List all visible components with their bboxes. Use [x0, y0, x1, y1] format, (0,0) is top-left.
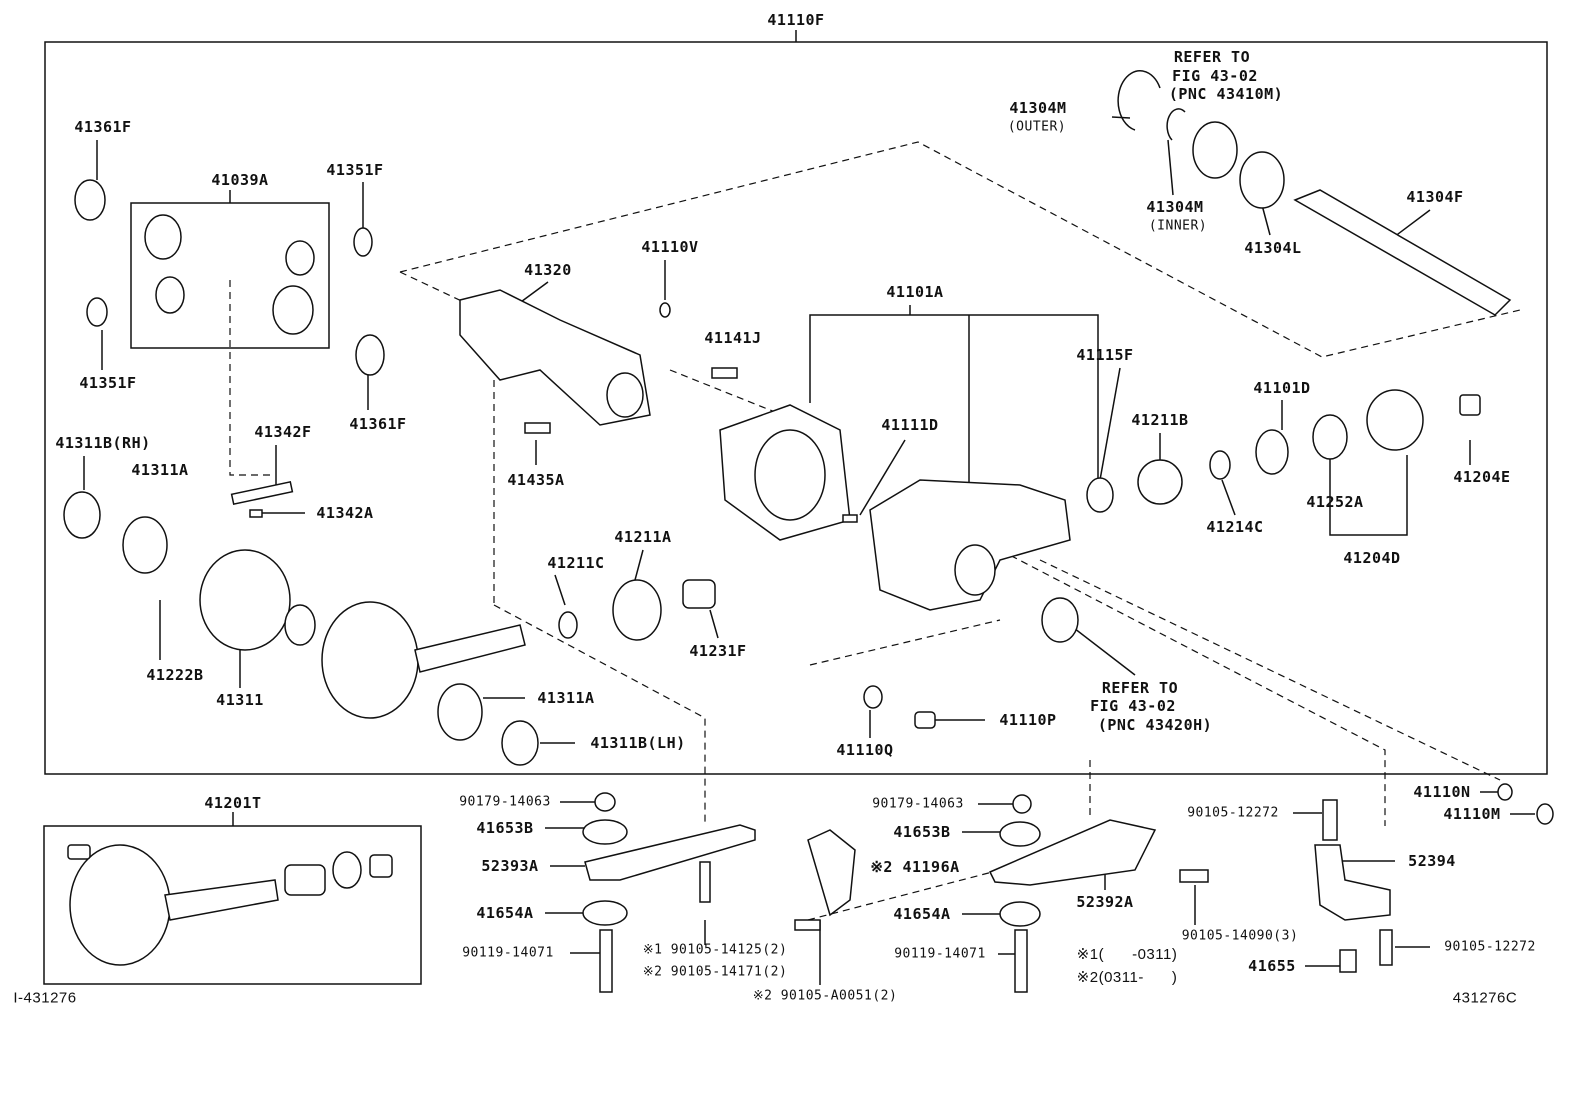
part-label: ※2 90105-A0051(2)	[752, 988, 898, 1004]
bearing-41211a	[612, 579, 662, 641]
main-assembly-frame	[44, 41, 1548, 775]
part-label: 41111D	[881, 416, 939, 434]
part-label: 41204E	[1453, 468, 1511, 486]
part-label: ※2 41196A	[870, 858, 960, 876]
part-label: 41110V	[641, 238, 699, 256]
side-gear	[144, 214, 182, 260]
part-label: ※1 90105-14125(2)	[642, 942, 788, 958]
axle-housing-41320	[459, 289, 651, 426]
part-label: (PNC 43420H)	[1097, 716, 1213, 734]
part-label: 41304F	[1406, 188, 1464, 206]
part-label: 41141J	[704, 329, 762, 347]
part-label: REFER TO	[1173, 48, 1251, 66]
part-label: 90179-14063	[459, 794, 551, 810]
part-label: 90179-14063	[872, 796, 964, 812]
part-label: 41231F	[689, 642, 747, 660]
oil-seal-rh	[63, 491, 101, 539]
part-label: 41110M	[1443, 805, 1501, 823]
part-label: 41214C	[1206, 518, 1264, 536]
breather-plug	[659, 302, 671, 318]
part-label: 41304M	[1009, 99, 1067, 117]
part-label: 41110P	[999, 711, 1057, 729]
part-label: (PNC 43410M)	[1168, 85, 1284, 103]
part-label: 41101A	[886, 283, 944, 301]
part-label: 41222B	[146, 666, 204, 684]
part-label: 41115F	[1076, 346, 1134, 364]
part-label: 41311B(RH)	[55, 434, 151, 452]
part-label: 41110Q	[836, 741, 894, 759]
torque-rod-52392a	[988, 819, 1157, 886]
axle-shaft-41304f	[1293, 189, 1512, 316]
part-label: 41653B	[476, 819, 534, 837]
part-label: 41654A	[476, 904, 534, 922]
part-label: 41110N	[1413, 783, 1471, 801]
part-label: 41304M	[1146, 198, 1204, 216]
snap-ring-inner	[1166, 108, 1186, 141]
bracket-52394	[1314, 844, 1391, 921]
drive-pinion	[414, 624, 526, 673]
part-label: 41351F	[326, 161, 384, 179]
part-label: 41342A	[316, 504, 374, 522]
part-label: 41311	[216, 691, 264, 709]
part-label: REFER TO	[1101, 679, 1179, 697]
differential-case	[199, 549, 291, 651]
part-label: ※2(0311- )	[1076, 969, 1178, 986]
snap-ring-outer	[1117, 70, 1161, 131]
part-label: 41311A	[131, 461, 189, 479]
gasket-41361f	[74, 179, 106, 221]
part-label: (OUTER)	[1007, 119, 1067, 135]
part-label: 90105-12272	[1187, 805, 1279, 821]
bearing-41311a	[122, 516, 168, 574]
part-label: 41342F	[254, 423, 312, 441]
part-label: 52392A	[1076, 893, 1134, 911]
part-label: 41361F	[74, 118, 132, 136]
part-label: 41211A	[614, 528, 672, 546]
part-label: ※2 90105-14171(2)	[642, 964, 788, 980]
part-label: 90119-14071	[462, 945, 554, 961]
part-label: 41252A	[1306, 493, 1364, 511]
part-label: 41435A	[507, 471, 565, 489]
part-label: 41211C	[547, 554, 605, 572]
part-label: 41351F	[79, 374, 137, 392]
part-label: 41201T	[204, 794, 262, 812]
part-label: 41311A	[537, 689, 595, 707]
part-label: FIG 43-02	[1172, 67, 1258, 85]
part-label: 41039A	[211, 171, 269, 189]
part-label: 41311B(LH)	[590, 734, 686, 752]
part-label: ※1( -0311)	[1076, 946, 1178, 963]
figure-id-left: I-431276	[13, 989, 77, 1007]
part-label: 41655	[1248, 957, 1296, 975]
bracket-41196a	[807, 829, 856, 917]
ring-gear	[321, 601, 419, 719]
part-label: (INNER)	[1148, 218, 1208, 234]
figure-id-right: 431276C	[1452, 989, 1518, 1007]
part-label: 41320	[524, 261, 572, 279]
part-label: 90119-14071	[894, 946, 986, 962]
part-label: FIG 43-02	[1090, 697, 1176, 715]
part-label: 41204D	[1343, 549, 1401, 567]
part-label: 41211B	[1131, 411, 1189, 429]
part-label: 41654A	[893, 905, 951, 923]
part-label: 52394	[1408, 852, 1456, 870]
part-label: 41304L	[1244, 239, 1302, 257]
torque-rod-52393a	[584, 824, 756, 881]
part-label: 41361F	[349, 415, 407, 433]
washer-41351f	[86, 297, 108, 327]
part-label: 90105-12272	[1444, 939, 1536, 955]
part-label: 41653B	[893, 823, 951, 841]
part-label: 52393A	[481, 857, 539, 875]
part-label: 90105-14090(3)	[1181, 928, 1299, 944]
assembly-title: 41110F	[767, 11, 825, 29]
part-label: 41101D	[1253, 379, 1311, 397]
